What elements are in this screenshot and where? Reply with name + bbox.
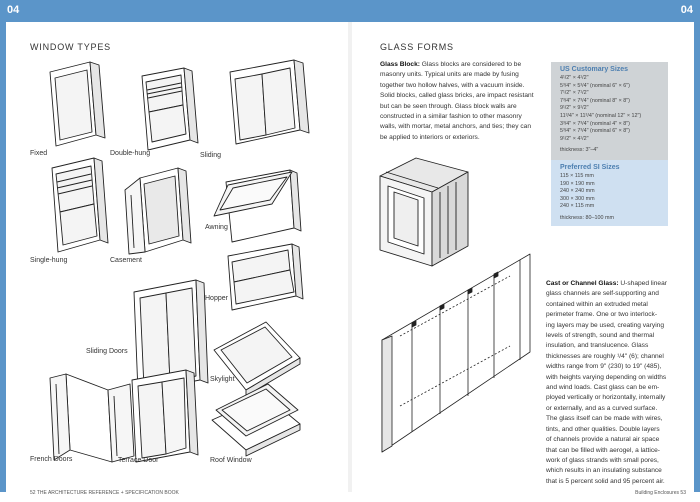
us-sizes-heading: US Customary Sizes — [560, 66, 629, 73]
label-terrace-door: Terrace Door — [118, 457, 159, 464]
single-hung-window-drawing — [51, 157, 109, 253]
si-size-item: 240 × 115 mm — [560, 203, 595, 210]
us-sizes-box: US Customary Sizes 4¹/2" × 4¹/2" 5³/4" ×… — [551, 62, 668, 160]
window-types-title: WINDOW TYPES — [30, 42, 111, 52]
us-size-item: 7¹/2" × 7¹/2" — [560, 90, 589, 97]
us-size-item: 7³/4" × 7³/4" (nominal 8" × 8") — [560, 97, 630, 104]
label-skylight: Skylight — [210, 376, 235, 383]
label-casement: Casement — [110, 257, 142, 264]
channel-glass-line: that can be filled with aerogel, a latti… — [546, 446, 660, 454]
chapter-tab-left: 04 — [7, 4, 20, 16]
channel-glass-line: that is 5 percent solid and 95 percent a… — [546, 477, 665, 485]
si-size-item: 190 × 190 mm — [560, 180, 595, 187]
channel-glass-paragraph: Cast or Channel Glass: U-shaped linear g… — [546, 279, 678, 487]
channel-glass-line: work of glass strands with small pores, — [546, 456, 659, 464]
french-doors-drawing — [49, 373, 135, 463]
label-awning: Awning — [205, 224, 228, 231]
us-size-item: 4¹/2" × 4¹/2" — [560, 75, 589, 81]
roof-window-drawing — [211, 383, 301, 457]
footer-right: Building Enclosures 53 — [635, 490, 686, 496]
glass-forms-title: GLASS FORMS — [380, 42, 454, 52]
channel-glass-line: contained within an extruded metal — [546, 300, 648, 308]
channel-glass-line: The glass itself can be made with wires, — [546, 415, 663, 423]
glass-block-drawing — [379, 157, 469, 267]
label-single-hung: Single-hung — [30, 257, 68, 264]
channel-glass-line: and wind loads. Cast glass can be em- — [546, 384, 660, 392]
channel-glass-line: thicknesses are roughly ¹/4" (6); channe… — [546, 352, 664, 360]
channel-glass-line: or externally, and as a curved surface. — [546, 404, 658, 412]
channel-glass-line: glass channels are self-supporting and — [546, 290, 659, 298]
sliding-doors-drawing — [133, 279, 209, 393]
skylight-drawing — [213, 321, 301, 397]
channel-glass-drawing — [381, 253, 531, 453]
terrace-door-drawing — [131, 369, 199, 463]
us-size-item: 9¹/2" × 4¹/2" — [560, 135, 589, 142]
channel-glass-line: U-shaped linear — [618, 280, 667, 287]
channel-glass-line: insulation, and translucence. Glass — [546, 342, 649, 350]
sliding-window-drawing — [229, 59, 310, 145]
chapter-tab-right: 04 — [680, 4, 693, 16]
sizes-panel: US Customary Sizes 4¹/2" × 4¹/2" 5³/4" ×… — [551, 62, 668, 226]
si-sizes-heading: Preferred SI Sizes — [560, 164, 620, 171]
glass-block-text: Glass blocks are considered to be masonr… — [380, 61, 534, 141]
us-size-item: 11³/4" × 11³/4" (nominal 12" × 12") — [560, 112, 642, 119]
si-size-item: 240 × 240 mm — [560, 188, 595, 195]
us-thickness: thickness: 3"–4" — [560, 147, 599, 154]
channel-glass-line: with heights varying depending on widths — [546, 373, 667, 381]
si-thickness: thickness: 80–100 mm — [560, 214, 614, 221]
page-gutter — [348, 22, 352, 492]
channel-glass-line: perimeter frame. One or two interlock- — [546, 311, 658, 319]
left-edge-strip — [0, 22, 6, 492]
fixed-window-drawing — [49, 61, 106, 147]
footer-left: 52 THE ARCHITECTURE REFERENCE + SPECIFIC… — [30, 490, 179, 496]
si-size-item: 300 × 300 mm — [560, 195, 595, 202]
channel-glass-term: Cast or Channel Glass: — [546, 280, 619, 287]
right-edge-strip — [694, 22, 700, 492]
channel-glass-line: which results in an insulating substance — [546, 467, 662, 475]
hopper-window-drawing — [227, 243, 304, 311]
channel-glass-line: levels of strength, sound and thermal — [546, 332, 655, 340]
us-size-item: 3³/4" × 7³/4" (nominal 4" × 8") — [560, 120, 630, 127]
label-sliding: Sliding — [200, 152, 222, 159]
label-french-doors: French Doors — [30, 456, 73, 463]
us-size-item: 9¹/2" × 9¹/2" — [560, 105, 589, 112]
casement-window-drawing — [124, 167, 192, 255]
label-roof-window: Roof Window — [210, 457, 252, 464]
channel-glass-line: ing layers may be used, creating varying — [546, 321, 665, 329]
awning-window-drawing — [213, 169, 302, 243]
glass-block-term: Glass Block: — [380, 61, 420, 68]
si-sizes-box: Preferred SI Sizes 115 × 115 mm 190 × 19… — [551, 160, 668, 226]
label-double-hung: Double-hung — [110, 150, 151, 157]
us-size-item: 5³/4" × 7³/4" (nominal 6" × 8") — [560, 128, 630, 135]
channel-glass-line: of channels provide a natural air space — [546, 436, 660, 444]
channel-glass-line: ployed vertically or horizontally, inter… — [546, 394, 666, 402]
glass-block-paragraph: Glass Block: Glass blocks are considered… — [380, 60, 540, 143]
channel-glass-line: tints, and other qualities. Double layer… — [546, 425, 660, 433]
top-color-bar — [0, 0, 700, 22]
us-size-item: 5³/4" × 5³/4" (nominal 6" × 6") — [560, 82, 630, 89]
label-fixed: Fixed — [30, 150, 48, 157]
channel-glass-line: widths range from 9" (230) to 19" (485), — [546, 363, 662, 371]
label-sliding-doors: Sliding Doors — [86, 348, 128, 355]
si-size-item: 115 × 115 mm — [560, 173, 594, 179]
double-hung-window-drawing — [141, 67, 199, 151]
label-hopper: Hopper — [205, 295, 228, 302]
